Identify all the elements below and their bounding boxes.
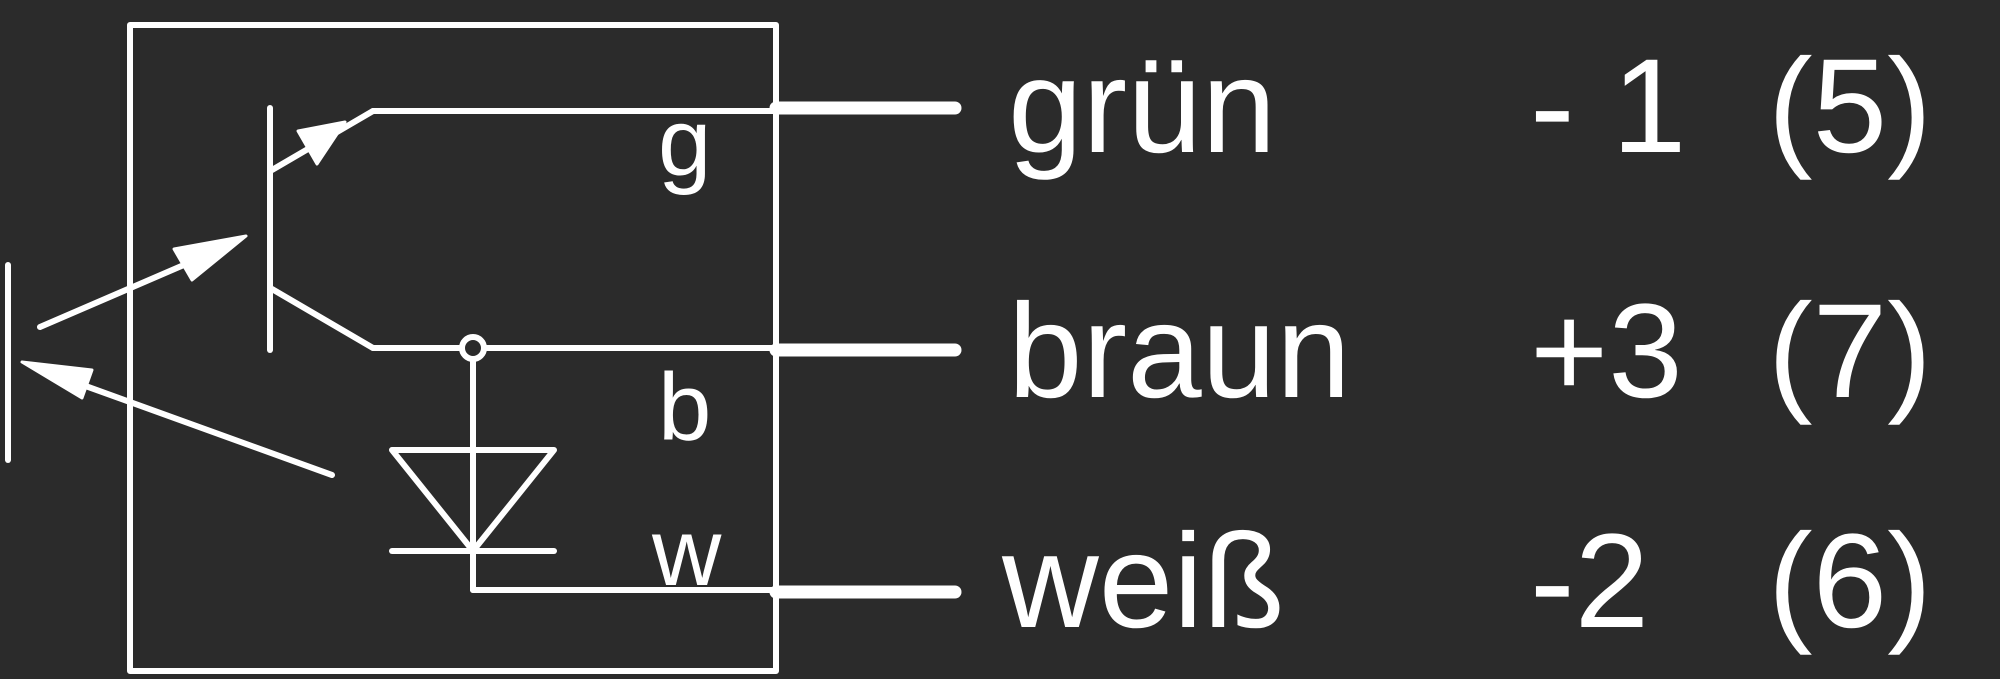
pin-letter-w: w	[651, 499, 722, 606]
phototransistor-symbol	[267, 105, 376, 353]
wire-color-white: weiß	[1001, 507, 1285, 656]
terminal-number-white: (6)	[1768, 507, 1932, 656]
light-ray-to-transistor-arrowhead	[172, 234, 248, 282]
polarity-green: - 1	[1530, 32, 1686, 181]
wire-color-brown: braun	[1008, 277, 1351, 426]
light-ray-from-led-arrowhead	[20, 360, 94, 400]
light-ray-from-led	[77, 381, 335, 478]
junction-dot	[459, 334, 487, 362]
diode-triangle	[389, 447, 557, 554]
light-ray-to-transistor	[37, 255, 203, 330]
emitter-arrowhead	[296, 120, 347, 166]
polarity-white: -2	[1530, 507, 1649, 656]
pin-letter-g: g	[658, 89, 711, 196]
terminal-number-green: (5)	[1768, 32, 1932, 181]
pin-letter-b: b	[658, 354, 711, 461]
led-diode-symbol	[389, 447, 557, 554]
transistor-collector-leg	[269, 286, 376, 351]
polarity-brown: +3	[1530, 277, 1683, 426]
terminal-number-brown: (7)	[1768, 277, 1932, 426]
wire-color-green: grün	[1008, 32, 1276, 181]
